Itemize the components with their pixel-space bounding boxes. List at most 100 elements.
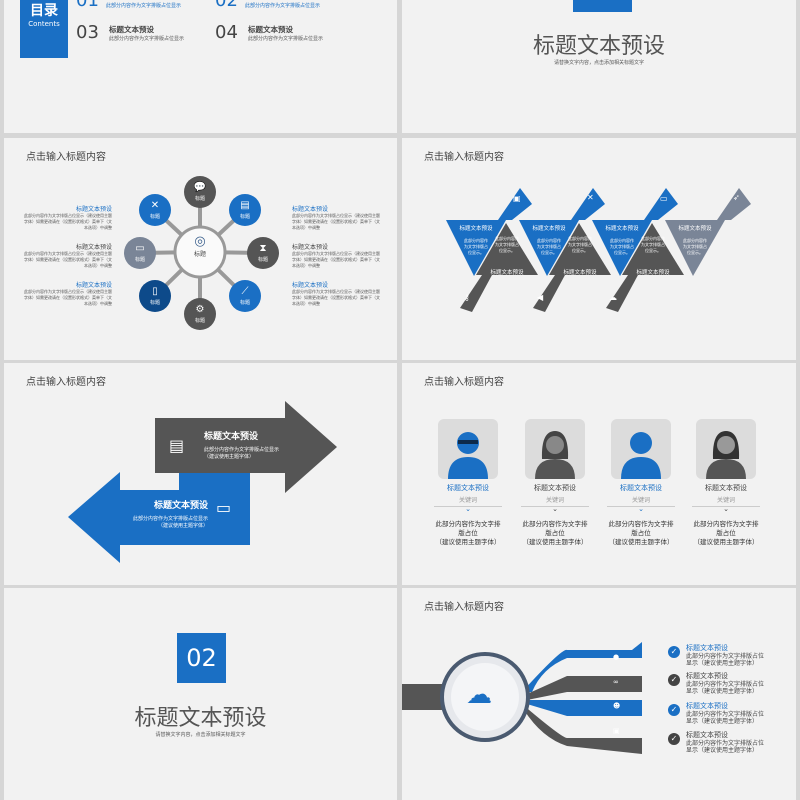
desc: 此部分内容作为文字排版占位显示。	[495, 236, 519, 253]
item-title: 标题文本预设	[292, 244, 329, 251]
check-desc: 显示（建议使用主题字体）	[686, 660, 759, 667]
petal-chat[interactable]: 💬标题	[184, 176, 216, 208]
arrow-text-1: 标题文本预设 此部分内容作为文字排版占位显示 （建议使用主题字体）	[204, 429, 279, 460]
petal-label: 标题	[239, 300, 250, 306]
arrow-text-2: 标题文本预设 此部分内容作为文字排版占位显示 （建议使用主题字体）	[116, 498, 208, 529]
slide-flower[interactable]: 点击输入标题内容 ◎ 标题 💬标题 ✕标题 ▤标题 ▭ 标题 ⧗标题 ▯标题 ⟋标…	[4, 138, 397, 360]
petal-label: 标题	[194, 318, 205, 324]
label: 标题文本预设	[532, 226, 566, 232]
check-title: 标题文本预设	[686, 672, 728, 680]
label: 标题文本预设	[678, 226, 712, 232]
desc: 版占位	[458, 529, 478, 537]
slide-heading: 点击输入标题内容	[424, 602, 504, 613]
person-title: 标题文本预设	[534, 484, 576, 492]
person-title: 标题文本预设	[705, 484, 747, 492]
slide-people[interactable]: 点击输入标题内容 标题文本预设关键词⌄此部分内容作为文字排版占位（建议使用主题字…	[402, 363, 796, 585]
person-keyword: 关键词	[607, 495, 675, 507]
check-desc: 此部分内容作为文字排版占位	[686, 653, 765, 660]
check-icon: ✓	[668, 646, 680, 658]
label: 标题文本预设	[563, 270, 597, 276]
item-desc: 此部分内容作为文字排版占位显示（建议使用主题字体）如需更改请在（设置形状格式）菜…	[24, 251, 112, 268]
item-title: 标题文本预设	[75, 206, 112, 213]
male-avatar-icon	[621, 432, 661, 479]
flower-text-left-2: 标题文本预设此部分内容作为文字排版占位显示（建议使用主题字体）如需更改请在（设置…	[22, 242, 112, 269]
briefcase-icon: ▭	[135, 243, 145, 254]
desc: （建议使用主题字体）	[693, 538, 759, 546]
petal-briefcase[interactable]: ▭ 标题	[124, 237, 156, 269]
toc-desc: 此部分内容作为文字排版占位显示	[248, 36, 324, 42]
wallet-icon: ▭	[216, 498, 232, 517]
item-desc: 此部分内容作为文字排版占位显示（建议使用主题字体）如需更改请在（设置形状格式）菜…	[292, 251, 380, 268]
petal-cake[interactable]: ▤标题	[229, 194, 261, 226]
slide-heading: 点击输入标题内容	[26, 152, 106, 163]
slide-heading: 点击输入标题内容	[424, 152, 504, 163]
flower-text-right-2: 标题文本预设此部分内容作为文字排版占位显示（建议使用主题字体）如需更改请在（设置…	[292, 242, 382, 269]
toc-num: 02	[215, 0, 238, 11]
check-title: 标题文本预设	[686, 731, 728, 739]
check-item-4[interactable]: ✓标题文本预设此部分内容作为文字排版占位显示（建议使用主题字体）	[668, 731, 796, 754]
petal-label: 标题	[134, 257, 145, 263]
slide-heading: 点击输入标题内容	[26, 377, 106, 388]
toc-item-title: 标题文本预设	[248, 25, 293, 34]
person-text-1: 标题文本预设关键词⌄此部分内容作为文字排版占位（建议使用主题字体）	[426, 483, 510, 547]
petal-telescope[interactable]: ⟋标题	[229, 280, 261, 312]
slide-toc[interactable]: 目录 Contents 01 此部分内容作为文字排版占位显示 02 此部分内容作…	[4, 0, 397, 133]
arrow-desc: 此部分内容作为文字排版占位显示	[204, 447, 280, 453]
tri-up-label-2: 此部分内容作为文字排版占位显示。标题文本预设	[549, 236, 611, 276]
flower-text-left-1: 标题文本预设此部分内容作为文字排版占位显示（建议使用主题字体）如需更改请在（设置…	[22, 204, 112, 231]
desc: 此部分内容作为文字排版占位显示。	[568, 236, 592, 253]
petal-label: 标题	[239, 214, 250, 220]
slide-triangles[interactable]: 点击输入标题内容 ▣ ✕ ▭ ➶ ⚷ ◀ ☁ 标题文本预设此部分内容作为文字排版…	[402, 138, 796, 360]
check-desc: 此部分内容作为文字排版占位	[686, 711, 765, 718]
flower-text-right-1: 标题文本预设此部分内容作为文字排版占位显示（建议使用主题字体）如需更改请在（设置…	[292, 204, 382, 231]
person-keyword: 关键词	[692, 495, 760, 507]
avatar-card-2[interactable]	[525, 419, 585, 479]
avatar-card-1[interactable]	[438, 419, 498, 479]
tri-up-3	[622, 223, 684, 275]
item-title: 标题文本预设	[75, 244, 112, 251]
slide-section-2[interactable]: 02 标题文本预设 请替换文字内容，点击添加相关标题文字	[4, 588, 397, 800]
toc-desc: 此部分内容作为文字排版占位显示	[245, 3, 321, 9]
check-icon: ✓	[668, 674, 680, 686]
petal-gears[interactable]: ⚙标题	[184, 298, 216, 330]
avatar-card-3[interactable]	[611, 419, 671, 479]
check-item-3[interactable]: ✓标题文本预设此部分内容作为文字排版占位显示（建议使用主题字体）	[668, 702, 796, 725]
slide-arrows[interactable]: 点击输入标题内容 ▤ 标题文本预设 此部分内容作为文字排版占位显示 （建议使用主…	[4, 363, 397, 585]
desc: （建议使用主题字体）	[608, 538, 674, 546]
center-label: 标题	[193, 251, 206, 258]
tri-label-1: 标题文本预设此部分内容作为文字排版占位显示。	[446, 224, 506, 256]
petal-tools[interactable]: ✕标题	[139, 194, 171, 226]
tools-icon: ✕	[587, 193, 594, 202]
toc-title: 目录	[30, 3, 58, 19]
flower-center[interactable]: ◎ 标题	[180, 234, 220, 258]
check-item-1[interactable]: ✓ 标题文本预设此部分内容作为文字排版占位显示（建议使用主题字体）	[668, 644, 796, 667]
person-keyword: 关键词	[434, 495, 502, 507]
avatar-card-4[interactable]	[696, 419, 756, 479]
petal-bookmark[interactable]: ▯标题	[139, 280, 171, 312]
toc-num: 03	[76, 22, 99, 43]
chevron-down-icon: ⌄	[465, 505, 471, 513]
desc: 版占位	[631, 529, 651, 537]
desc: 此部分内容作为文字排版占位显示。	[464, 238, 488, 255]
label: 标题文本预设	[490, 270, 524, 276]
toc-desc: 此部分内容作为文字排版占位显示	[106, 3, 182, 9]
section-subtitle: 请替换文字内容，点击添加相关标题文字	[155, 732, 246, 738]
arrow-right-gray	[155, 401, 337, 493]
petal-hourglass[interactable]: ⧗标题	[247, 237, 279, 269]
item-desc: 此部分内容作为文字排版占位显示（建议使用主题字体）如需更改请在（设置形状格式）菜…	[292, 213, 380, 230]
newspaper-icon: ▤	[169, 436, 185, 455]
check-title: 标题文本预设	[686, 644, 728, 652]
arrows-graphic	[68, 401, 337, 563]
slide-checklist[interactable]: 点击输入标题内容 ☁ ● ∞ ☻ ▣ ✓标题文本预设此部分内容作为文字排版占位显…	[402, 588, 796, 800]
person-text-3: 标题文本预设关键词⌄此部分内容作为文字排版占位（建议使用主题字体）	[599, 483, 683, 547]
desc: 版占位	[545, 529, 565, 537]
arrow-title: 标题文本预设	[204, 432, 259, 442]
check-item-2[interactable]: ✓标题文本预设此部分内容作为文字排版占位显示（建议使用主题字体）	[668, 672, 796, 695]
desc: （建议使用主题字体）	[522, 538, 588, 546]
slide-heading: 点击输入标题内容	[424, 377, 504, 388]
briefcase-icon: ▣	[513, 194, 521, 203]
slide-section-1[interactable]: 标题文本预设 请替换文字内容，点击添加相关标题文字	[402, 0, 796, 133]
tri-up-1	[476, 223, 538, 275]
petal-label: 标题	[257, 257, 268, 263]
female-avatar-icon	[535, 431, 575, 479]
